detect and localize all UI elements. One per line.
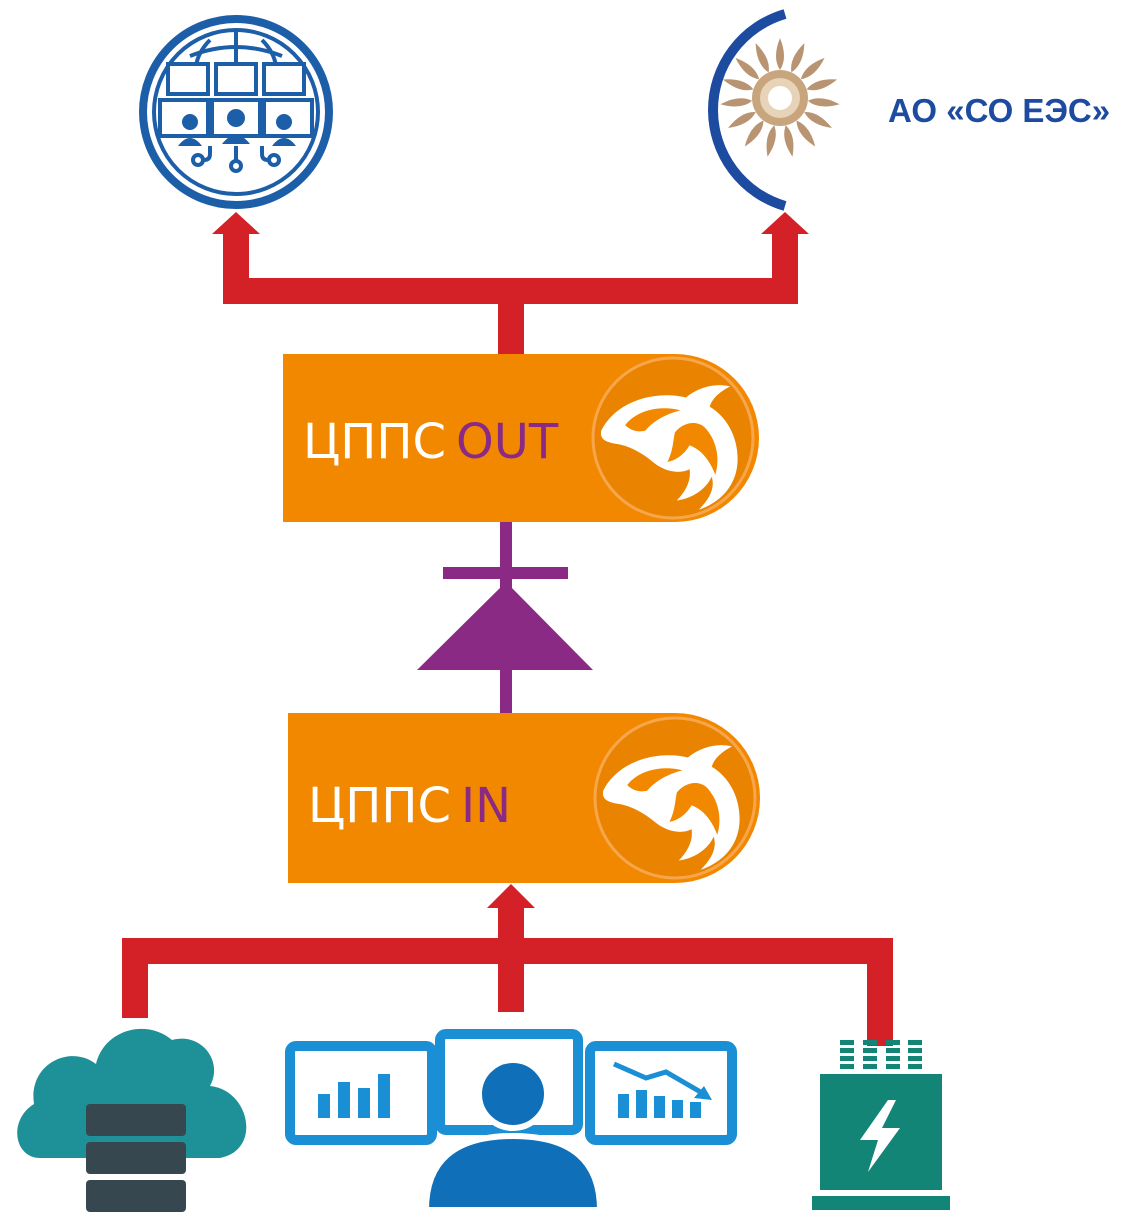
arrow-to-in-block [487, 884, 535, 908]
cloud-server-icon [17, 1028, 247, 1212]
dolphin-icon [602, 745, 740, 870]
power-transformer-icon [812, 1040, 950, 1210]
arrow-to-globe [212, 212, 260, 234]
bottom-collection-connector [122, 884, 893, 1046]
lightning-icon [860, 1100, 900, 1172]
operator-dashboard-icon [285, 1029, 737, 1213]
so-ees-name: АО «СО ЕЭС» [888, 92, 1110, 129]
arrow-to-so-ees [761, 212, 809, 234]
globe-network-icon [139, 15, 333, 209]
trend-chart-monitor-icon [585, 1041, 737, 1145]
dolphin-icon [600, 385, 738, 510]
top-distribution-connector [212, 212, 809, 358]
operator-person-icon [422, 1057, 604, 1213]
so-ees-logo: АО «СО ЕЭС» [708, 9, 1110, 211]
sun-emblem-icon [720, 38, 840, 157]
diode-icon [417, 520, 593, 715]
bar-chart-monitor-icon [285, 1041, 437, 1145]
